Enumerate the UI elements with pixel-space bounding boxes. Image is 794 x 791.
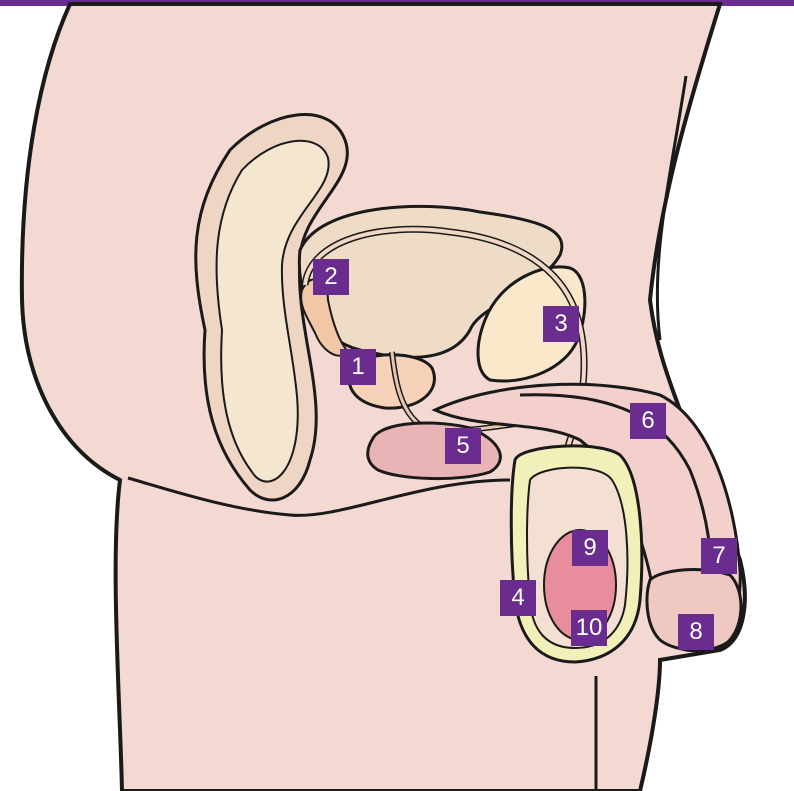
label-9: 9 xyxy=(572,530,608,566)
label-4: 4 xyxy=(500,580,536,616)
label-7: 7 xyxy=(701,538,737,574)
label-2: 2 xyxy=(313,259,349,295)
label-1: 1 xyxy=(340,349,376,385)
label-5: 5 xyxy=(445,428,481,464)
label-6: 6 xyxy=(630,403,666,439)
label-10: 10 xyxy=(571,610,607,646)
label-3: 3 xyxy=(543,306,579,342)
label-8: 8 xyxy=(678,614,714,650)
